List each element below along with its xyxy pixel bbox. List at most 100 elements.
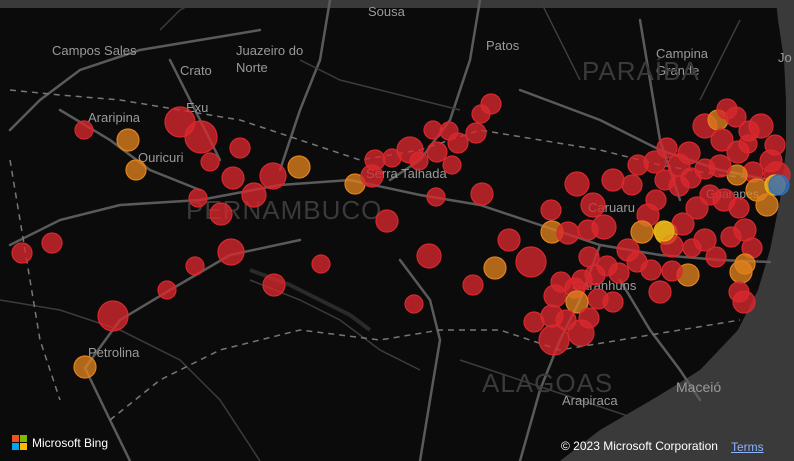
map-bubble-marker[interactable] <box>656 137 678 159</box>
map-bubble-marker[interactable] <box>578 246 600 268</box>
map-bubble-marker[interactable] <box>11 242 33 264</box>
map-bubble-marker[interactable] <box>184 120 218 154</box>
label-paraiba: PARAÍBA <box>582 56 700 86</box>
map-bubble-marker[interactable] <box>710 128 734 152</box>
map-bubble-marker[interactable] <box>217 238 245 266</box>
label-petrolina: Petrolina <box>88 345 140 360</box>
map-bubble-marker[interactable] <box>41 232 63 254</box>
map-bubble-marker[interactable] <box>564 171 590 197</box>
map-bubble-marker[interactable] <box>259 162 287 190</box>
map-bubble-marker[interactable] <box>693 228 717 252</box>
map-bubble-marker[interactable] <box>677 141 701 165</box>
map-bubble-marker[interactable] <box>515 246 547 278</box>
map-bubble-marker[interactable] <box>200 152 220 172</box>
map-bubble-marker[interactable] <box>364 149 386 171</box>
map-top-strip <box>0 0 794 8</box>
map-bubble-marker[interactable] <box>375 209 399 233</box>
map-bubble-marker[interactable] <box>523 311 545 333</box>
map-bubble-marker[interactable] <box>728 197 750 219</box>
map-bubble-marker[interactable] <box>621 174 643 196</box>
label-sousa: Sousa <box>368 4 406 19</box>
map-bubble-marker[interactable] <box>648 280 672 304</box>
minor-roads <box>0 0 741 461</box>
map-bubble-marker[interactable] <box>654 169 676 191</box>
map-bubble-marker[interactable] <box>738 134 758 154</box>
map-bubble-marker[interactable] <box>671 212 695 236</box>
map-bubble-marker[interactable] <box>74 120 94 140</box>
map-bubble-marker[interactable] <box>732 290 756 314</box>
map-bubble-marker[interactable] <box>591 214 617 240</box>
label-araripina: Araripina <box>88 110 141 125</box>
map-bubble-marker[interactable] <box>462 274 484 296</box>
map-bubble-marker[interactable] <box>556 221 580 245</box>
map-bubble-marker[interactable] <box>497 228 521 252</box>
map-bubble-marker[interactable] <box>188 188 208 208</box>
map-bubble-marker[interactable] <box>185 256 205 276</box>
map-bubble-marker[interactable] <box>465 122 487 144</box>
map-bubble-marker[interactable] <box>426 187 446 207</box>
label-jo: Jo <box>778 50 792 65</box>
map-bubble-marker[interactable] <box>470 182 494 206</box>
map-bubble-marker[interactable] <box>540 199 562 221</box>
map-bubble-marker[interactable] <box>480 93 502 115</box>
bing-logo: Microsoft Bing <box>12 435 108 450</box>
map-bubble-marker[interactable] <box>538 324 570 356</box>
bubble-markers[interactable] <box>11 93 791 379</box>
map-bubble-marker[interactable] <box>729 260 753 284</box>
label-grande: Grande <box>656 63 699 78</box>
map-bubble-marker[interactable] <box>404 294 424 314</box>
label-ouricuri: Ouricuri <box>138 150 184 165</box>
map-bubble-marker[interactable] <box>567 319 595 347</box>
state-border <box>109 319 741 421</box>
map-bubble-marker[interactable] <box>580 192 606 218</box>
map-bubble-marker[interactable] <box>73 355 97 379</box>
label-crato: Crato <box>180 63 212 78</box>
label-exu: Exu <box>186 100 208 115</box>
label-arapiraca: Arapiraca <box>562 393 618 408</box>
microsoft-logo-icon <box>12 435 27 450</box>
map-bubble-marker[interactable] <box>661 260 683 282</box>
map-bubble-marker[interactable] <box>426 141 448 163</box>
terms-link[interactable]: Terms <box>731 440 764 454</box>
map-bubble-marker[interactable] <box>602 291 624 313</box>
map-bubble-marker[interactable] <box>447 132 469 154</box>
map-bubble-marker[interactable] <box>157 280 177 300</box>
road <box>618 278 702 402</box>
road <box>8 178 772 264</box>
label-norte: Norte <box>236 60 268 75</box>
map-bubble-marker[interactable] <box>705 246 727 268</box>
map-bubble-marker[interactable] <box>311 254 331 274</box>
map-bubble-marker[interactable] <box>241 182 267 208</box>
map-bubble-marker[interactable] <box>423 120 443 140</box>
map-bubble-marker[interactable] <box>643 150 667 174</box>
map-bubble-marker[interactable] <box>748 113 774 139</box>
map-bubble-marker[interactable] <box>116 128 140 152</box>
map-bubble-marker[interactable] <box>483 256 507 280</box>
map-bubble-marker[interactable] <box>755 193 779 217</box>
map-bubble-marker[interactable] <box>616 238 640 262</box>
map-bubble-marker[interactable] <box>601 168 625 192</box>
state-border <box>9 159 61 401</box>
map-bubble-marker[interactable] <box>630 220 654 244</box>
label-alagoas: ALAGOAS <box>482 368 613 398</box>
map-bubble-marker[interactable] <box>209 202 233 226</box>
map-bubble-marker[interactable] <box>442 155 462 175</box>
label-patos: Patos <box>486 38 520 53</box>
map-bubble-marker[interactable] <box>565 290 589 314</box>
map-bubble-marker[interactable] <box>725 106 747 128</box>
map-bubble-marker[interactable] <box>262 273 286 297</box>
map-bubble-marker[interactable] <box>685 196 709 220</box>
map-bubble-marker[interactable] <box>287 155 311 179</box>
map-bubble-marker[interactable] <box>543 284 567 308</box>
map-bubble-marker[interactable] <box>221 166 245 190</box>
map-bubble-marker[interactable] <box>416 243 442 269</box>
label-serra-talhada: Serra Talhada <box>366 166 447 181</box>
map-bubble-marker[interactable] <box>653 220 675 242</box>
map-bubble-marker[interactable] <box>768 174 790 196</box>
map-bubble-marker[interactable] <box>97 300 129 332</box>
map-bubble-marker[interactable] <box>409 151 429 171</box>
map-bubble-marker[interactable] <box>125 159 147 181</box>
map-bubble-marker[interactable] <box>229 137 251 159</box>
